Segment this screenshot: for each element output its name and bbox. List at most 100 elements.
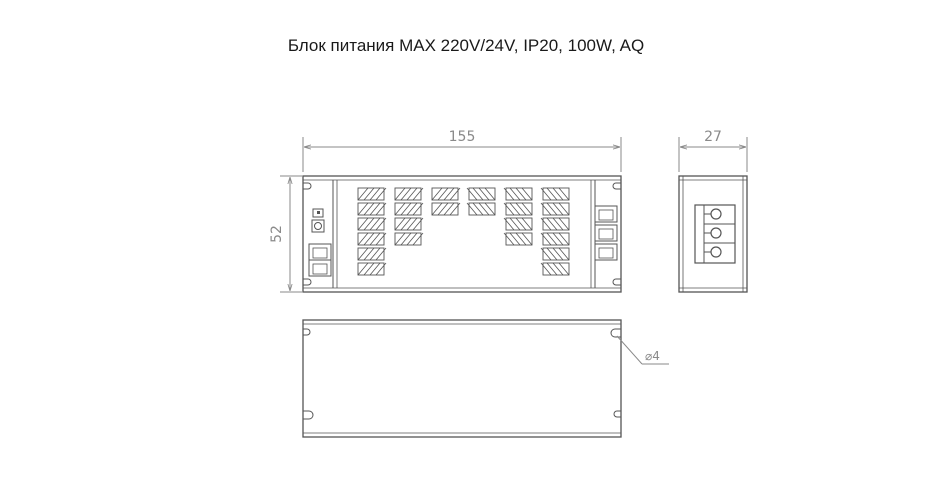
vent-hatch	[406, 187, 418, 201]
vent-hatch	[412, 217, 424, 231]
vent-hatch	[357, 202, 369, 216]
hole-diameter-label: ⌀4	[645, 349, 660, 363]
vent-hatch	[484, 187, 496, 201]
vent-hatch	[466, 202, 478, 216]
vent-hatch	[375, 217, 387, 231]
vent-hatch	[369, 202, 381, 216]
vent-hatch	[437, 202, 449, 216]
vent-hatch	[357, 217, 369, 231]
vent-hatch	[521, 232, 533, 246]
vent-hatch	[540, 217, 552, 231]
vent-hatch	[540, 202, 552, 216]
vent-hatch	[515, 202, 527, 216]
vent-hatch	[412, 202, 424, 216]
vent-hatch	[437, 187, 449, 201]
vent-hatch	[521, 187, 533, 201]
vent-hatch	[357, 247, 369, 261]
vent-hatch	[509, 232, 521, 246]
vent-hatch	[369, 187, 381, 201]
vent-slot	[357, 217, 385, 231]
dimension-depth: 27	[678, 129, 748, 172]
vent-hatch	[394, 202, 406, 216]
vent-slot	[357, 262, 385, 276]
vent-hatch	[515, 232, 527, 246]
vent-hatch	[503, 202, 515, 216]
vent-hatch	[375, 202, 387, 216]
vent-hatch	[400, 202, 412, 216]
vent-hatch	[400, 232, 412, 246]
vent-hatch	[357, 187, 369, 201]
vent-slot	[542, 232, 570, 246]
vent-hatch	[431, 202, 443, 216]
vent-hatch	[540, 232, 552, 246]
vent-hatch	[540, 187, 552, 201]
vent-hatch	[509, 217, 521, 231]
bottom-view	[302, 319, 622, 438]
vent-hatch	[466, 187, 478, 201]
vent-slot	[357, 202, 385, 216]
vent-hatch	[394, 217, 406, 231]
vent-hatch	[443, 187, 455, 201]
vent-hatch	[400, 187, 412, 201]
vent-hatch	[558, 232, 570, 246]
vent-hatch	[369, 217, 381, 231]
vent-hatch	[515, 187, 527, 201]
vent-hatch	[521, 202, 533, 216]
vent-hatch	[406, 217, 418, 231]
side-view	[678, 175, 748, 293]
vent-hatch	[478, 202, 490, 216]
vent-hatch	[449, 202, 461, 216]
ventilation-slots	[357, 187, 570, 276]
vent-slot	[542, 247, 570, 261]
vent-hatch	[375, 232, 387, 246]
dimension-length: 155	[302, 129, 622, 172]
vent-hatch	[357, 262, 369, 276]
vent-hatch	[449, 187, 461, 201]
vent-slot	[542, 187, 570, 201]
vent-hatch	[375, 247, 387, 261]
vent-hatch	[375, 262, 387, 276]
vent-hatch	[503, 232, 515, 246]
vent-slot	[505, 232, 533, 246]
vent-hatch	[558, 217, 570, 231]
vent-hatch	[363, 187, 375, 201]
vent-hatch	[363, 262, 375, 276]
vent-hatch	[357, 232, 369, 246]
vent-hatch	[540, 247, 552, 261]
vent-hatch	[552, 217, 564, 231]
vent-slot	[394, 202, 422, 216]
vent-hatch	[558, 247, 570, 261]
height-label: 52	[269, 225, 285, 243]
vent-hatch	[558, 262, 570, 276]
vent-slot	[431, 187, 459, 201]
vent-hatch	[552, 187, 564, 201]
vent-hatch	[540, 262, 552, 276]
vent-hatch	[443, 202, 455, 216]
vent-hatch	[369, 232, 381, 246]
vent-hatch	[552, 202, 564, 216]
vent-hatch	[406, 202, 418, 216]
length-label: 155	[449, 129, 476, 145]
vent-hatch	[394, 187, 406, 201]
vent-hatch	[503, 187, 515, 201]
depth-label: 27	[704, 129, 722, 145]
vent-slot	[357, 187, 385, 201]
vent-hatch	[558, 187, 570, 201]
vent-hatch	[509, 187, 521, 201]
hole-callout: ⌀4	[616, 335, 669, 365]
vent-hatch	[546, 217, 558, 231]
vent-hatch	[363, 247, 375, 261]
vent-hatch	[394, 232, 406, 246]
vent-hatch	[484, 202, 496, 216]
vent-hatch	[552, 247, 564, 261]
vent-slot	[394, 187, 422, 201]
vent-hatch	[363, 232, 375, 246]
vent-hatch	[515, 217, 527, 231]
vent-hatch	[503, 217, 515, 231]
vent-hatch	[412, 232, 424, 246]
vent-slot	[357, 232, 385, 246]
vent-slot	[468, 202, 496, 216]
vent-hatch	[478, 187, 490, 201]
vent-hatch	[509, 202, 521, 216]
vent-hatch	[558, 202, 570, 216]
